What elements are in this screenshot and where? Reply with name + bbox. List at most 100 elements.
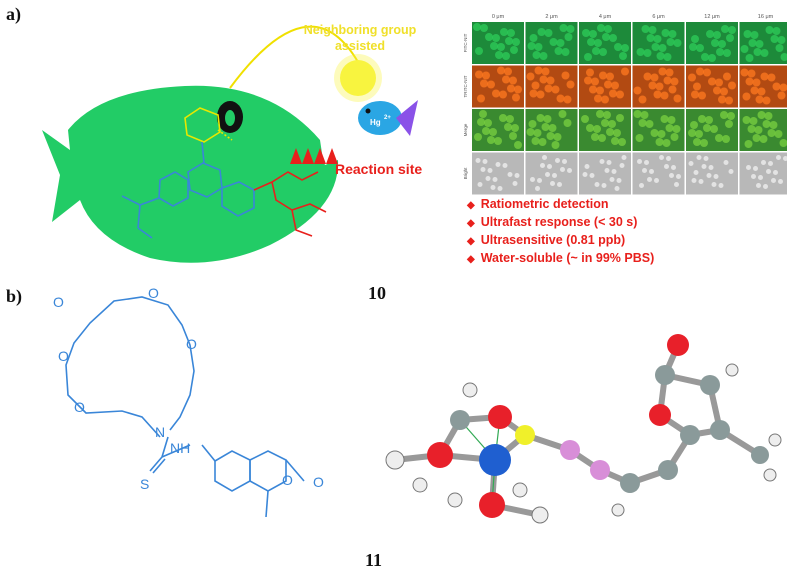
cell-spot [559, 24, 568, 32]
cell-spot [638, 95, 647, 104]
cell-spot [663, 53, 672, 61]
cell-spot [499, 114, 507, 122]
cell-spot [753, 48, 762, 56]
cell-spot [482, 127, 490, 135]
atom-o: O [186, 336, 197, 352]
cell-spot [609, 89, 617, 98]
cell-spot [693, 170, 699, 175]
cell-spot [539, 75, 548, 84]
cell-spot [534, 66, 543, 75]
cell-spot [556, 94, 565, 103]
cell-spot [777, 36, 786, 44]
cell-spot [512, 181, 518, 186]
cell-spot [740, 45, 749, 53]
cell-spot [689, 43, 697, 51]
cell-spot [556, 39, 565, 47]
cell-spot [514, 173, 520, 178]
cell-spot [718, 95, 726, 104]
cell-spot [619, 163, 625, 168]
cell-spot [752, 134, 761, 142]
cell-spot [720, 87, 728, 96]
cell-spot [487, 136, 495, 144]
cell-spot [695, 130, 703, 138]
cell-spot [645, 120, 654, 128]
cell-spot [528, 120, 537, 128]
cell-spot [774, 130, 783, 138]
cell-spot [543, 115, 552, 123]
cell-spot [711, 182, 717, 187]
cell-spot [531, 81, 540, 90]
diamond-icon: ◆ [467, 200, 475, 211]
hg-fish-icon: Hg 2+ [358, 100, 418, 136]
cell-spot [582, 29, 590, 37]
cell-spot [507, 29, 515, 37]
cell-spot [716, 48, 724, 56]
sun-caption-2: assisted [335, 39, 385, 53]
cell-spot [767, 73, 776, 82]
cell-spot [757, 111, 766, 119]
atom-o: O [313, 474, 324, 490]
cell-spot [775, 44, 784, 52]
cell-spot [658, 67, 667, 76]
cell-spot [490, 42, 498, 50]
cell-spot [502, 52, 510, 60]
cell-spot [497, 43, 505, 51]
cell-spot [674, 182, 679, 187]
atom-o: O [58, 348, 69, 364]
cell-spot [720, 111, 728, 119]
cell-spot [762, 120, 771, 128]
atom-o: O [53, 294, 64, 310]
cell-spot [584, 164, 590, 169]
cell-spot [599, 71, 607, 80]
cell-spot [708, 165, 714, 170]
cell-spot [606, 128, 614, 136]
grid-column-label: 12 μm [704, 14, 720, 20]
cell-spot [660, 91, 669, 100]
cell-spot [616, 90, 624, 99]
grid-row-label: FITC-NIT [463, 33, 468, 52]
cell-spot [504, 67, 512, 76]
oxygen-atom [667, 334, 689, 356]
cell-spot [563, 119, 572, 127]
cell-spot [561, 48, 570, 56]
cell-spot [495, 51, 503, 59]
panel-a-label: a) [6, 4, 21, 24]
cell-spot [665, 68, 674, 77]
atom-o: O [148, 285, 159, 301]
cell-spot [668, 85, 677, 94]
cell-spot [548, 124, 557, 132]
cell-spot [601, 119, 609, 127]
oxygen-atom [649, 404, 671, 426]
tooth-1 [290, 148, 302, 164]
cell-spot [601, 183, 607, 188]
cell-spot [562, 159, 567, 164]
cell-spot [693, 82, 701, 91]
cell-spot [647, 177, 652, 182]
metal-ion [479, 444, 511, 476]
cell-spot [529, 34, 538, 42]
cell-spot [589, 85, 597, 94]
cell-spot [756, 183, 761, 188]
cell-spot [726, 34, 734, 42]
cell-spot [728, 81, 736, 90]
cell-spot [601, 95, 609, 104]
cell-spot [728, 169, 734, 174]
cell-spot [586, 124, 594, 132]
cell-spot [550, 181, 555, 186]
cell-spot [688, 73, 696, 82]
cell-spot [658, 44, 667, 52]
cell-spot [602, 33, 610, 41]
cell-spot [512, 38, 520, 46]
cell-spot [609, 34, 617, 42]
cell-spot [545, 172, 550, 177]
cell-spot [723, 49, 731, 57]
cell-spot [667, 116, 676, 124]
cell-spot [688, 161, 694, 166]
microscopy-cell [525, 152, 578, 195]
cell-spot [670, 77, 679, 86]
grid-row-label: Merge [463, 123, 468, 136]
cell-spot [597, 24, 605, 32]
hg-charge: 2+ [384, 115, 391, 121]
cell-spot [762, 96, 771, 105]
cell-spot [705, 116, 713, 124]
